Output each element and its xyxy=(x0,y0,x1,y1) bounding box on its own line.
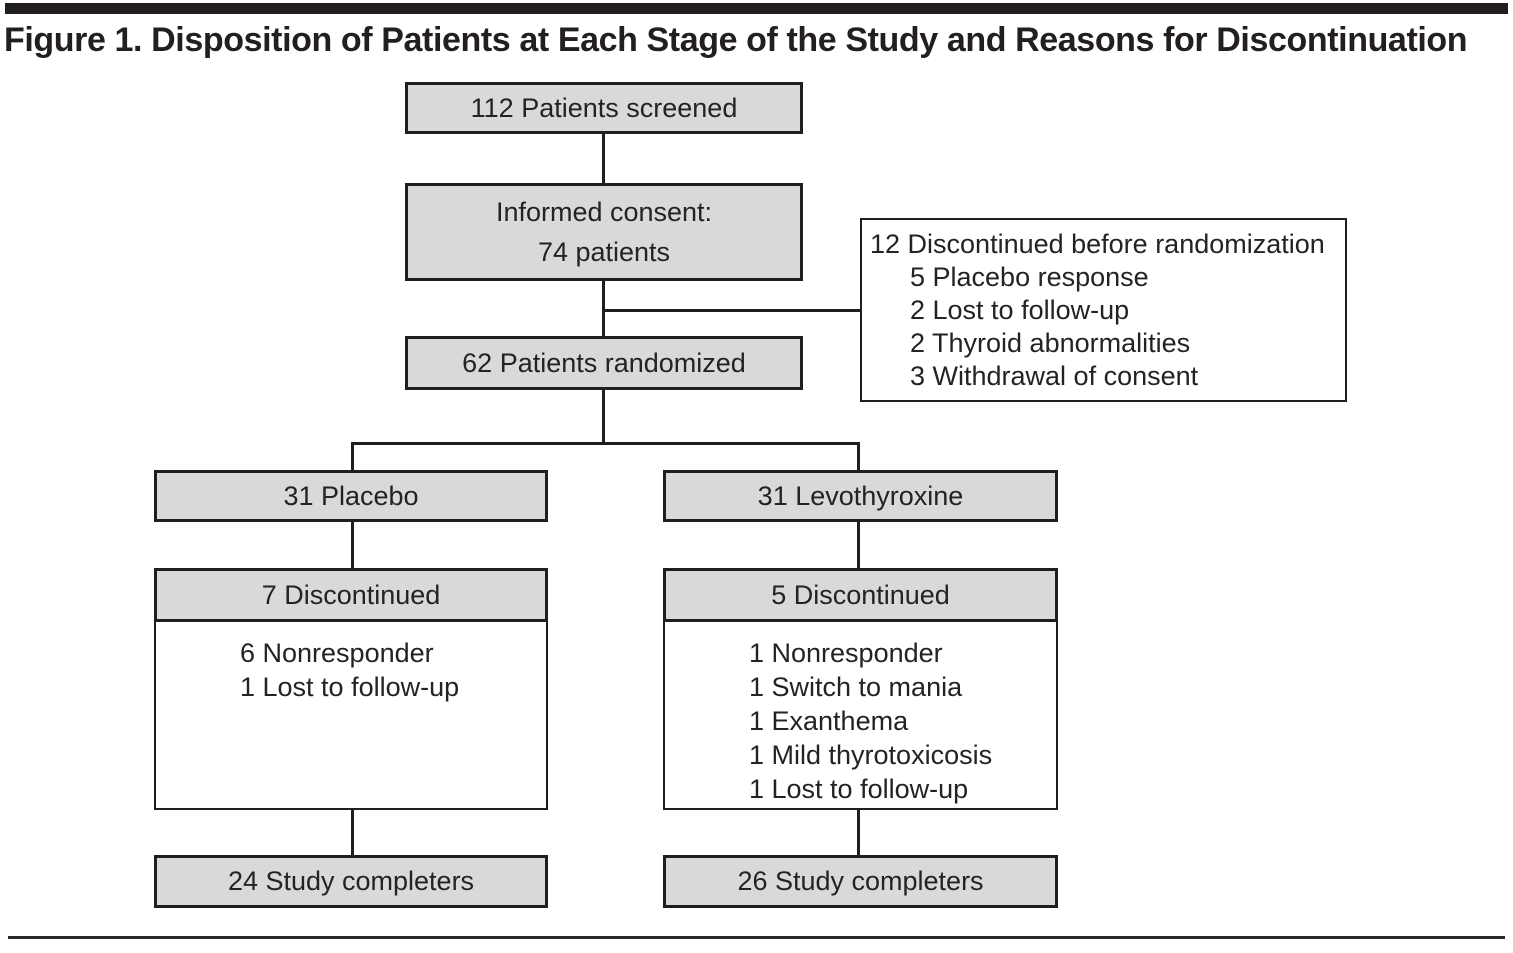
prerandomization-reason: 2 Lost to follow-up xyxy=(910,295,1130,325)
levothyroxine-reason: 1 Nonresponder xyxy=(749,638,943,668)
box-patients-randomized: 62 Patients randomized xyxy=(405,336,803,390)
box-discontinued-before-randomization: 12 Discontinued before randomization 5 P… xyxy=(860,218,1347,402)
connector-consent-to-randomized xyxy=(602,280,605,336)
connector-to-prerandomization-box xyxy=(604,309,860,312)
connector-branch-horizontal xyxy=(351,442,860,445)
levothyroxine-reason: 1 Switch to mania xyxy=(749,672,963,702)
connector-branch-to-placebo xyxy=(351,442,354,470)
connector-levothyroxine-to-completers xyxy=(857,809,860,855)
prerandomization-reason: 5 Placebo response xyxy=(910,262,1149,292)
bottom-rule-line xyxy=(8,936,1505,939)
box-placebo-arm: 31 Placebo xyxy=(154,470,548,522)
box-placebo-completers: 24 Study completers xyxy=(154,855,548,908)
informed-consent-line1: Informed consent: xyxy=(495,197,713,227)
placebo-reason: 1 Lost to follow-up xyxy=(240,672,460,702)
box-placebo-discontinuation-reasons: 6 Nonresponder 1 Lost to follow-up xyxy=(154,622,548,810)
connector-levothyroxine-to-discontinued xyxy=(857,521,860,568)
connector-screened-to-consent xyxy=(602,133,605,183)
levothyroxine-reason: 1 Mild thyrotoxicosis xyxy=(749,740,993,770)
connector-branch-to-levothyroxine xyxy=(857,442,860,470)
levothyroxine-reason: 1 Lost to follow-up xyxy=(749,774,969,804)
box-levothyroxine-completers: 26 Study completers xyxy=(663,855,1058,908)
levothyroxine-reason: 1 Exanthema xyxy=(749,706,909,736)
connector-placebo-to-completers xyxy=(351,809,354,855)
prerandomization-discontinued-header: 12 Discontinued before randomization xyxy=(870,229,1325,259)
prerandomization-reason: 2 Thyroid abnormalities xyxy=(910,328,1191,358)
box-placebo-discontinued: 7 Discontinued xyxy=(154,568,548,622)
placebo-reason: 6 Nonresponder xyxy=(240,638,434,668)
connector-randomized-to-branch xyxy=(602,389,605,442)
box-levothyroxine-discontinued: 5 Discontinued xyxy=(663,568,1058,622)
figure-title: Figure 1. Disposition of Patients at Eac… xyxy=(4,21,1468,59)
top-rule-bar xyxy=(5,3,1508,14)
box-levothyroxine-arm: 31 Levothyroxine xyxy=(663,470,1058,522)
box-levothyroxine-discontinuation-reasons: 1 Nonresponder 1 Switch to mania 1 Exant… xyxy=(663,622,1058,810)
prerandomization-reason: 3 Withdrawal of consent xyxy=(910,361,1199,391)
informed-consent-line2: 74 patients xyxy=(537,237,671,267)
box-patients-screened: 112 Patients screened xyxy=(405,82,803,134)
connector-placebo-to-discontinued xyxy=(351,521,354,568)
box-informed-consent: Informed consent: 74 patients xyxy=(405,183,803,281)
